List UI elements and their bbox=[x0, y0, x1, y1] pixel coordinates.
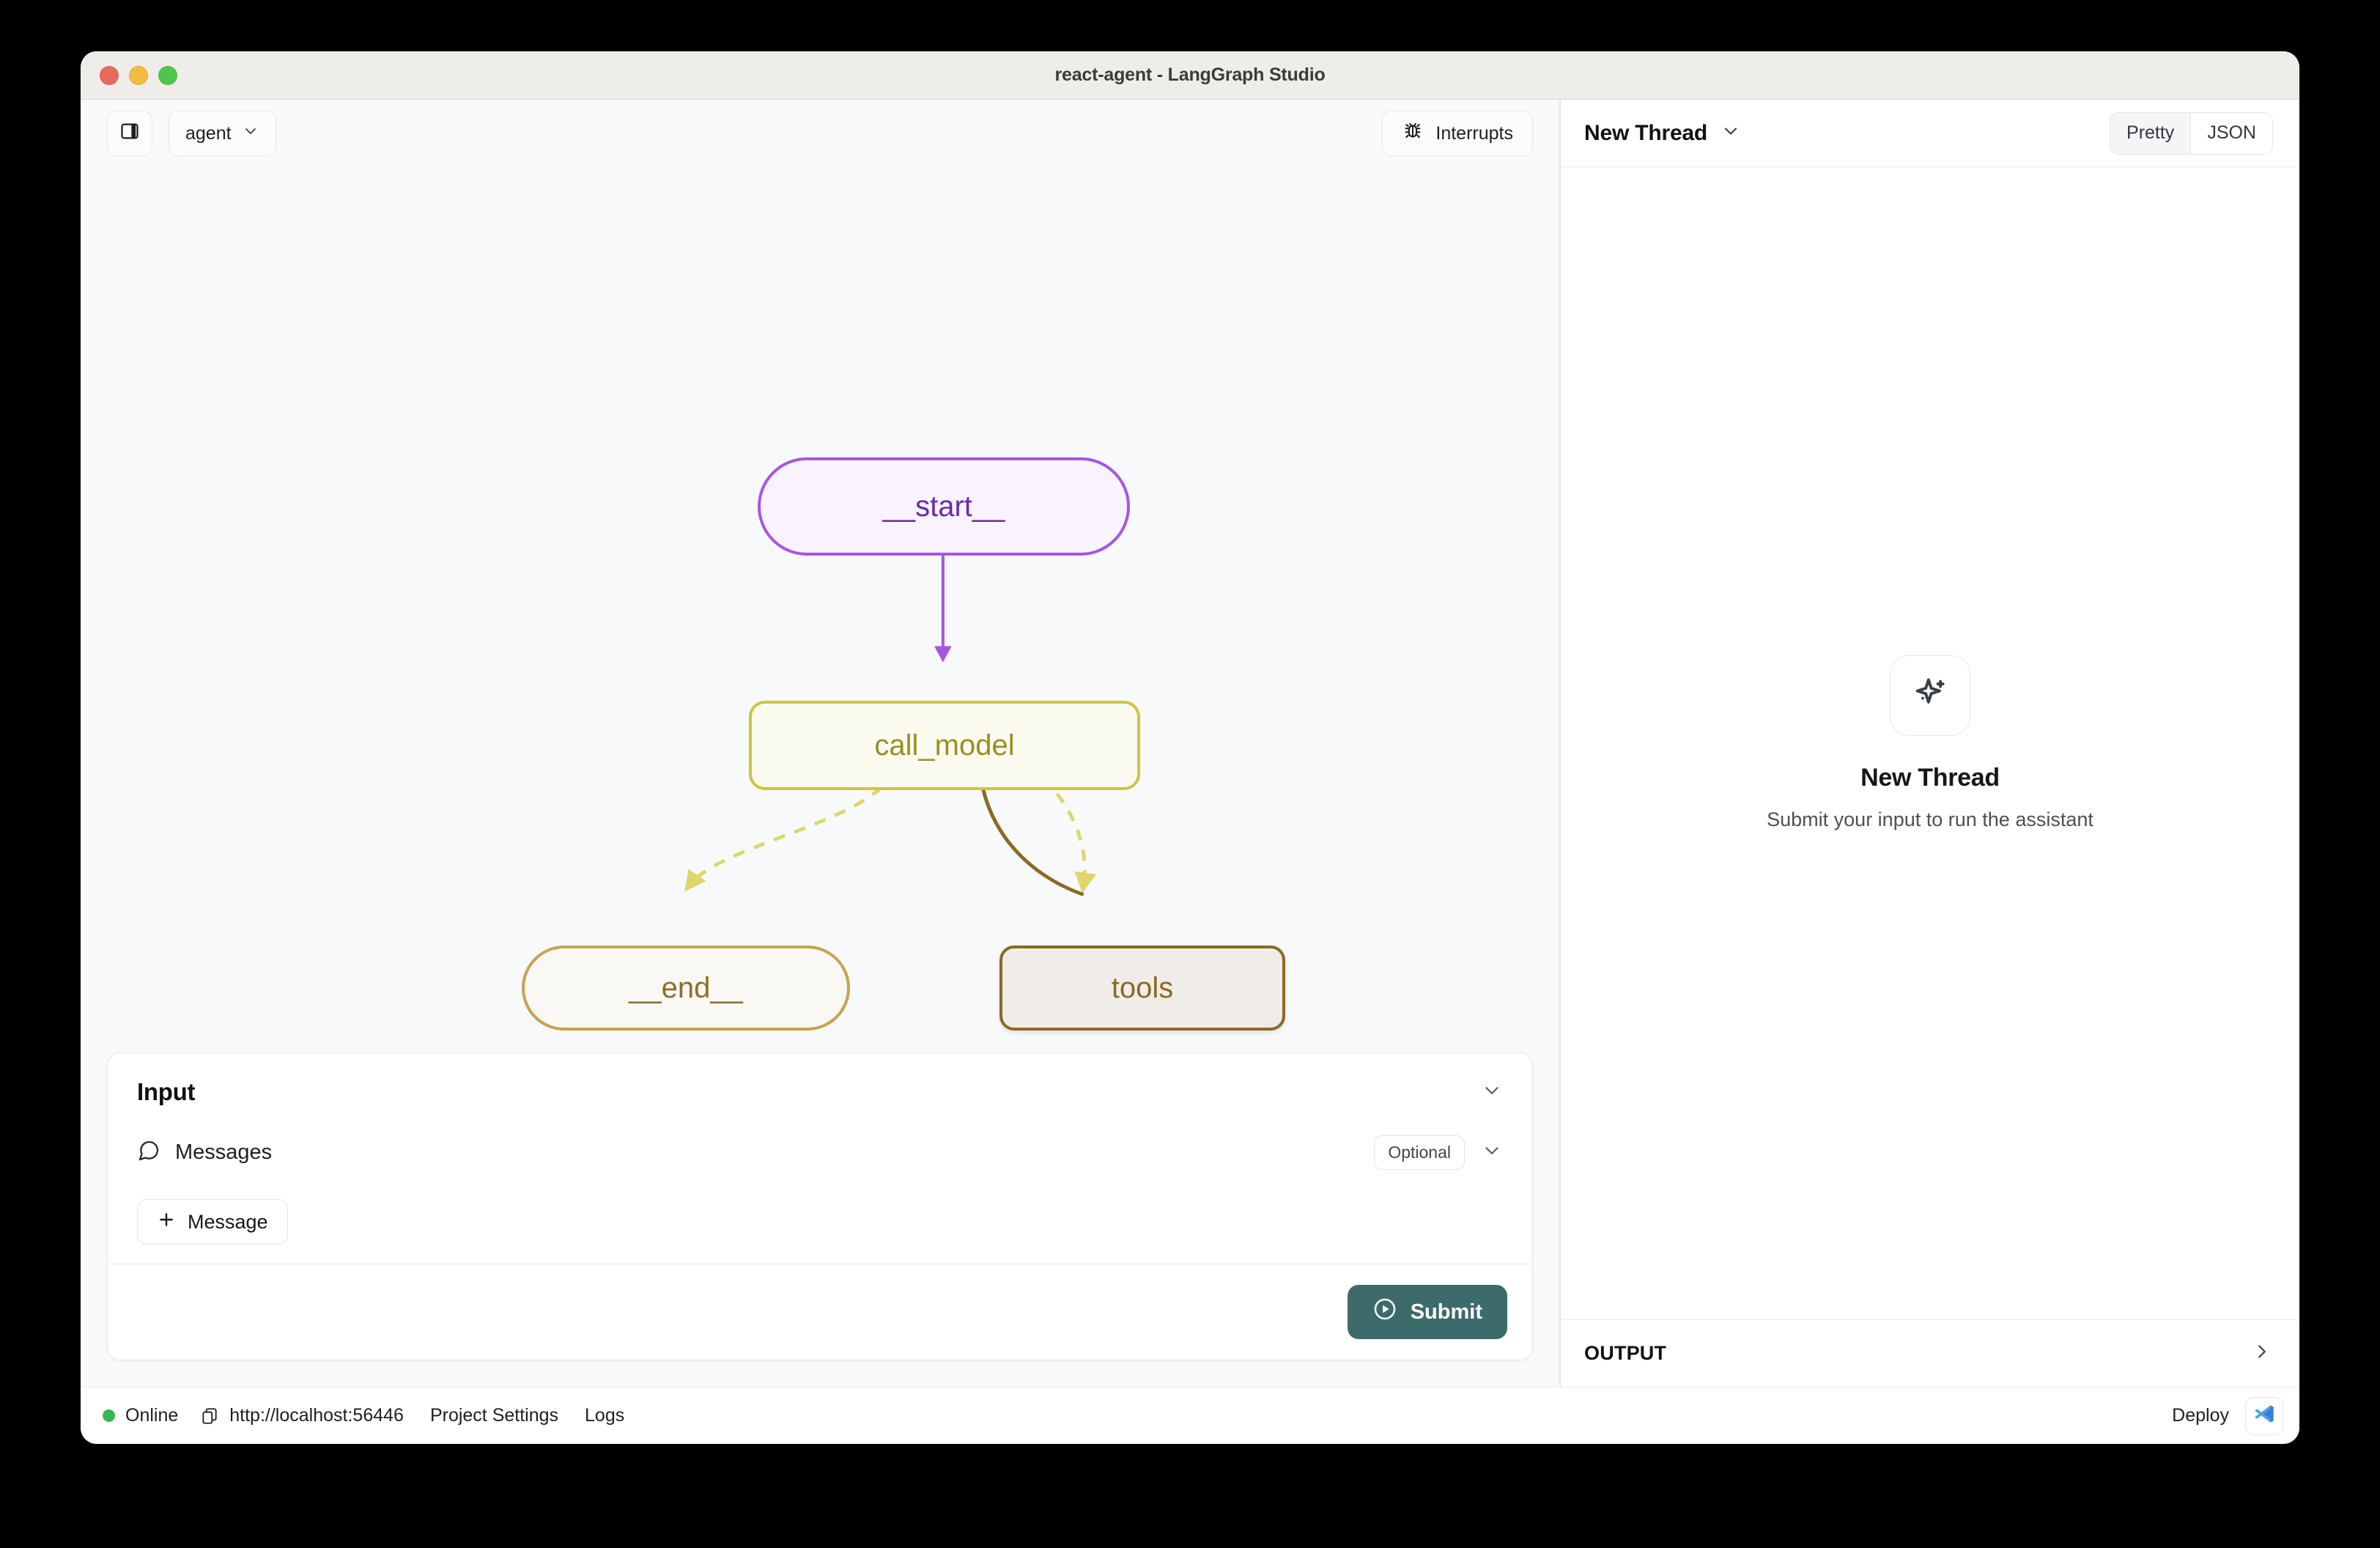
logs-link[interactable]: Logs bbox=[585, 1405, 625, 1426]
graph-toolbar: agent Interru bbox=[81, 100, 1559, 167]
messages-field-row: Messages Optional bbox=[137, 1135, 1503, 1170]
messages-field-label-group: Messages bbox=[137, 1139, 272, 1166]
messages-field-label: Messages bbox=[175, 1140, 273, 1164]
empty-state-icon-box bbox=[1890, 655, 1970, 736]
minimize-button[interactable] bbox=[129, 65, 148, 85]
window-titlebar: react-agent - LangGraph Studio bbox=[81, 51, 2299, 100]
online-status-label: Online bbox=[125, 1405, 179, 1426]
vscode-button[interactable] bbox=[2245, 1396, 2283, 1435]
graph-node-start[interactable]: __start__ bbox=[758, 457, 1130, 556]
thread-select-label: New Thread bbox=[1584, 120, 1708, 145]
submit-button[interactable]: Submit bbox=[1347, 1285, 1507, 1339]
assistant-select-label: agent bbox=[185, 122, 232, 144]
thread-pane: New Thread Pretty JSON bbox=[1561, 100, 2299, 1387]
thread-pane-body: New Thread Submit your input to run the … bbox=[1561, 167, 2299, 1319]
thread-select-button[interactable]: New Thread bbox=[1584, 121, 1741, 146]
graph-node-end[interactable]: __end__ bbox=[522, 946, 850, 1031]
graph-canvas[interactable]: __start__ call_model __end__ tools bbox=[81, 167, 1559, 1053]
maximize-button[interactable] bbox=[158, 65, 177, 85]
thread-pane-header: New Thread Pretty JSON bbox=[1561, 100, 2299, 167]
add-message-label: Message bbox=[188, 1210, 268, 1233]
graph-node-end-label: __end__ bbox=[629, 971, 743, 1004]
message-bubble-icon bbox=[137, 1139, 160, 1166]
chevron-down-icon bbox=[242, 122, 259, 145]
deploy-link[interactable]: Deploy bbox=[2172, 1405, 2229, 1426]
empty-state-subtitle: Submit your input to run the assistant bbox=[1767, 808, 2093, 830]
sidebar-toggle-button[interactable] bbox=[107, 111, 152, 156]
graph-node-tools-label: tools bbox=[1111, 971, 1174, 1004]
chevron-down-icon[interactable] bbox=[1481, 1080, 1503, 1105]
interrupts-label: Interrupts bbox=[1435, 122, 1513, 144]
panel-left-icon bbox=[119, 121, 140, 147]
close-button[interactable] bbox=[100, 65, 119, 85]
copy-icon[interactable] bbox=[200, 1407, 219, 1426]
messages-field-controls: Optional bbox=[1374, 1135, 1503, 1170]
chevron-right-icon bbox=[2251, 1341, 2273, 1366]
sparkles-icon bbox=[1911, 675, 1949, 717]
input-panel-title: Input bbox=[137, 1078, 196, 1105]
graph-node-call-model[interactable]: call_model bbox=[749, 701, 1140, 790]
empty-state-title: New Thread bbox=[1860, 764, 2000, 792]
vscode-icon bbox=[2252, 1402, 2276, 1429]
chevron-down-icon[interactable] bbox=[1481, 1140, 1503, 1165]
view-mode-pretty[interactable]: Pretty bbox=[2110, 112, 2192, 154]
input-panel-content: Input Messages bbox=[108, 1053, 1532, 1264]
bug-icon bbox=[1402, 120, 1424, 147]
output-label: OUTPUT bbox=[1584, 1342, 1667, 1364]
empty-state: New Thread Submit your input to run the … bbox=[1767, 655, 2093, 831]
output-section-toggle[interactable]: OUTPUT bbox=[1561, 1319, 2299, 1387]
status-bar: Online http://localhost:56446 Project Se… bbox=[81, 1387, 2299, 1444]
graph-node-tools[interactable]: tools bbox=[999, 946, 1285, 1031]
play-circle-icon bbox=[1372, 1297, 1397, 1327]
graph-node-call-model-label: call_model bbox=[874, 729, 1015, 762]
project-settings-link[interactable]: Project Settings bbox=[429, 1405, 559, 1426]
optional-badge: Optional bbox=[1374, 1135, 1465, 1170]
window-title: react-agent - LangGraph Studio bbox=[1054, 64, 1326, 85]
graph-edges bbox=[684, 531, 1097, 896]
server-url-label[interactable]: http://localhost:56446 bbox=[229, 1405, 404, 1426]
interrupts-button[interactable]: Interrupts bbox=[1382, 111, 1533, 156]
app-window: react-agent - LangGraph Studio agent bbox=[81, 51, 2299, 1444]
view-mode-json[interactable]: JSON bbox=[2191, 112, 2272, 154]
plus-icon bbox=[157, 1210, 176, 1234]
input-panel-header[interactable]: Input bbox=[137, 1078, 1503, 1106]
graph-node-start-label: __start__ bbox=[882, 490, 1005, 523]
app-body: agent Interru bbox=[81, 100, 2299, 1387]
add-message-button[interactable]: Message bbox=[137, 1199, 288, 1245]
chevron-down-icon bbox=[1721, 121, 1741, 145]
input-panel-footer: Submit bbox=[108, 1264, 1532, 1360]
online-status-dot bbox=[103, 1409, 115, 1422]
assistant-select-button[interactable]: agent bbox=[169, 111, 276, 156]
submit-label: Submit bbox=[1410, 1300, 1482, 1324]
status-bar-right: Deploy bbox=[2172, 1396, 2283, 1435]
graph-pane: agent Interru bbox=[81, 100, 1561, 1387]
status-bar-left: Online http://localhost:56446 Project Se… bbox=[103, 1405, 624, 1426]
view-mode-toggle: Pretty JSON bbox=[2110, 111, 2273, 155]
input-panel: Input Messages bbox=[107, 1053, 1533, 1360]
